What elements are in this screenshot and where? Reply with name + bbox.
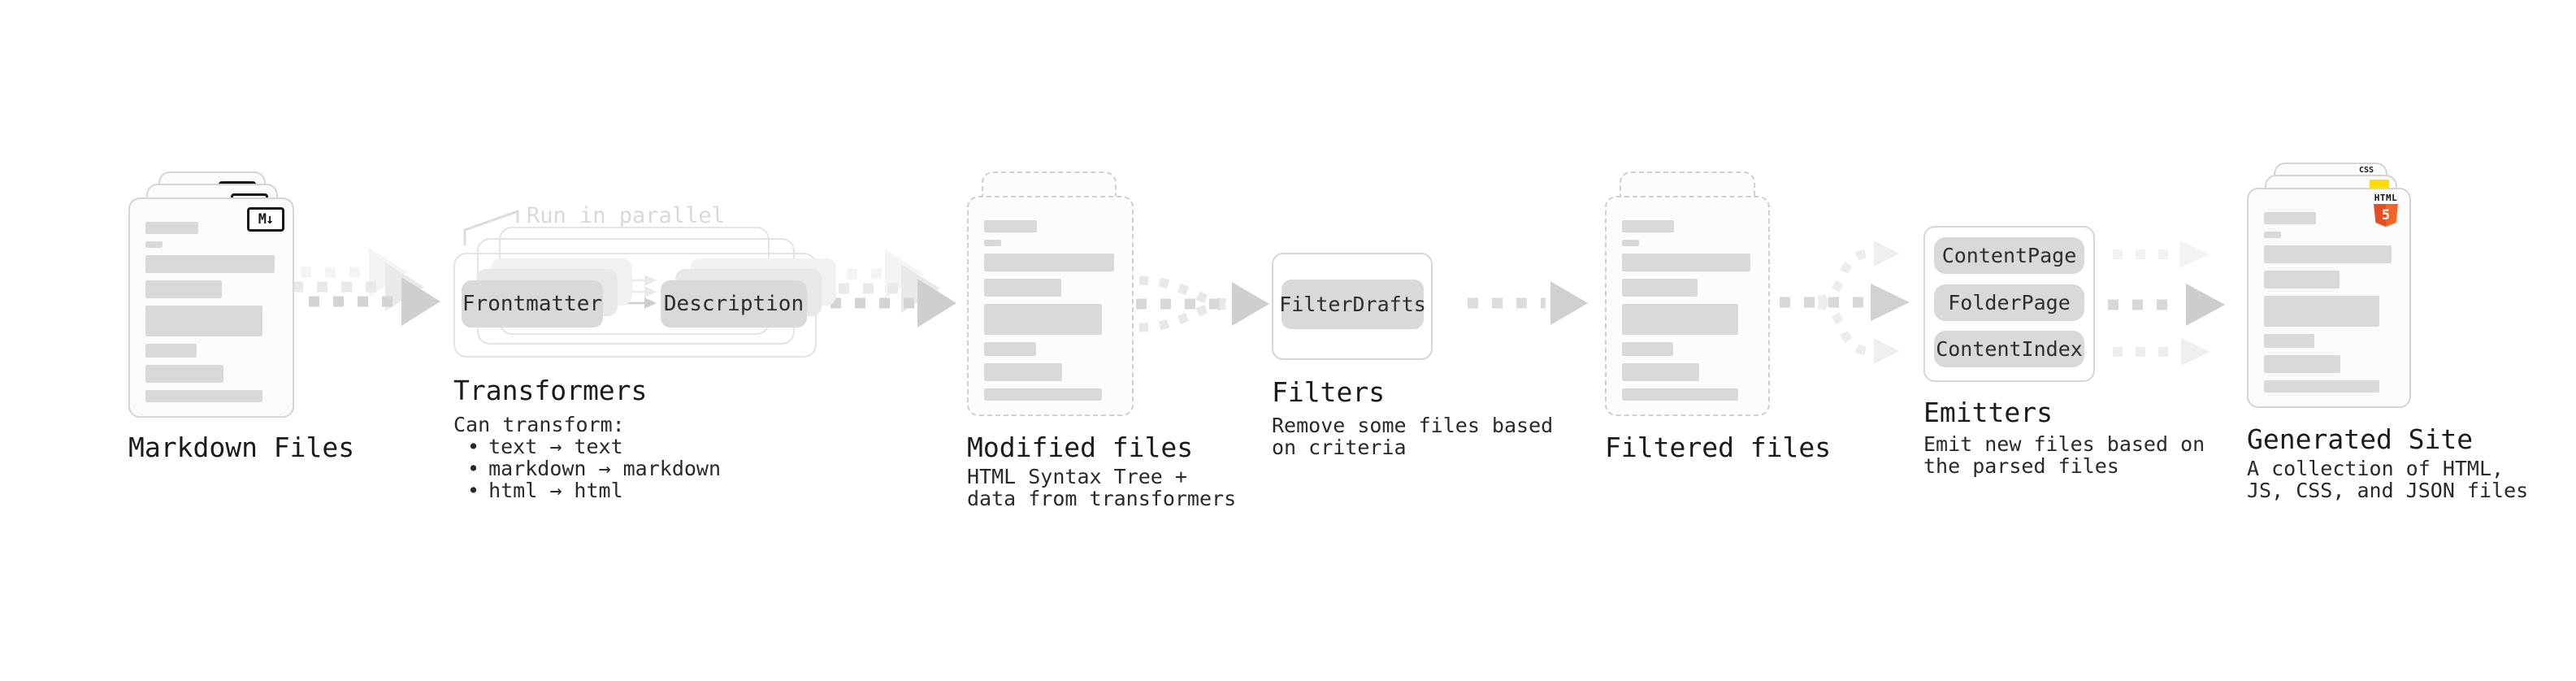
frontmatter-pill: Frontmatter [462,280,603,327]
desc-line: HTML Syntax Tree + [967,465,1187,488]
html5-icon: HTML 5 [2372,193,2400,227]
transformers-title: Transformers [453,375,648,406]
desc-line: the parsed files [1923,454,2119,478]
doc-placeholder-lines [984,220,1117,401]
bullet-label: markdown → markdown [488,457,722,480]
arrow-filters-to-filtered [1468,281,1588,325]
generated-site-title: Generated Site [2247,423,2474,455]
contentpage-pill: ContentPage [1934,237,2084,274]
transformers-bullet: • text → text [453,436,721,458]
arrow-filtered-to-emitters [1780,241,1910,364]
bullet-marker: • [467,457,480,480]
arrow-markdown-to-transformers [276,248,440,326]
description-pill: Description [661,280,807,327]
filtered-files-title: Filtered files [1605,432,1832,463]
desc-line: A collection of HTML, [2247,457,2504,480]
filters-description: Remove some files based on criteria [1272,414,1553,458]
run-in-parallel-callout-line [463,210,519,245]
modified-files-description: HTML Syntax Tree + data from transformer… [967,466,1236,510]
markdown-files-title: Markdown Files [128,432,355,463]
arrow-modified-to-filters [1136,275,1269,332]
run-in-parallel-annotation: Run in parallel [527,203,725,228]
generated-site-description: A collection of HTML, JS, CSS, and JSON … [2247,458,2528,501]
doc-placeholder-lines [2264,212,2394,393]
doc-placeholder-lines [145,222,277,402]
bullet-marker: • [467,435,480,458]
transformers-bullet: • markdown → markdown [453,458,721,479]
contentindex-pill: ContentIndex [1934,331,2084,367]
folderpage-pill: FolderPage [1934,284,2084,321]
emitters-title: Emitters [1923,397,2053,428]
markdown-doc-front: M↓ [128,197,294,418]
desc-line: on criteria [1272,436,1407,459]
transformers-description: Can transform: • text → text • markdown … [453,414,721,501]
desc-line: Emit new files based on [1923,432,2205,456]
bullet-label: html → html [488,479,623,502]
filters-title: Filters [1272,376,1386,408]
transformers-desc-heading: Can transform: [453,413,625,436]
arrow-transformers-to-modified [798,249,956,327]
markdown-icon: M↓ [247,207,284,232]
doc-placeholder-lines [1622,220,1753,401]
bullet-marker: • [467,479,480,502]
arrow-emitters-to-generated [2108,241,2225,366]
emitters-description: Emit new files based on the parsed files [1923,433,2205,477]
desc-line: JS, CSS, and JSON files [2247,479,2529,502]
filtered-doc-front [1605,196,1770,416]
modified-files-title: Modified files [967,432,1194,463]
modified-doc-front [967,196,1134,416]
filterdrafts-pill: FilterDrafts [1279,280,1426,329]
desc-line: Remove some files based [1272,414,1554,437]
generated-doc-front: HTML 5 [2247,188,2411,408]
transformers-bullet: • html → html [453,479,721,501]
html5-shield: 5 [2374,204,2398,227]
bullet-label: text → text [488,435,623,458]
desc-line: data from transformers [967,487,1237,510]
